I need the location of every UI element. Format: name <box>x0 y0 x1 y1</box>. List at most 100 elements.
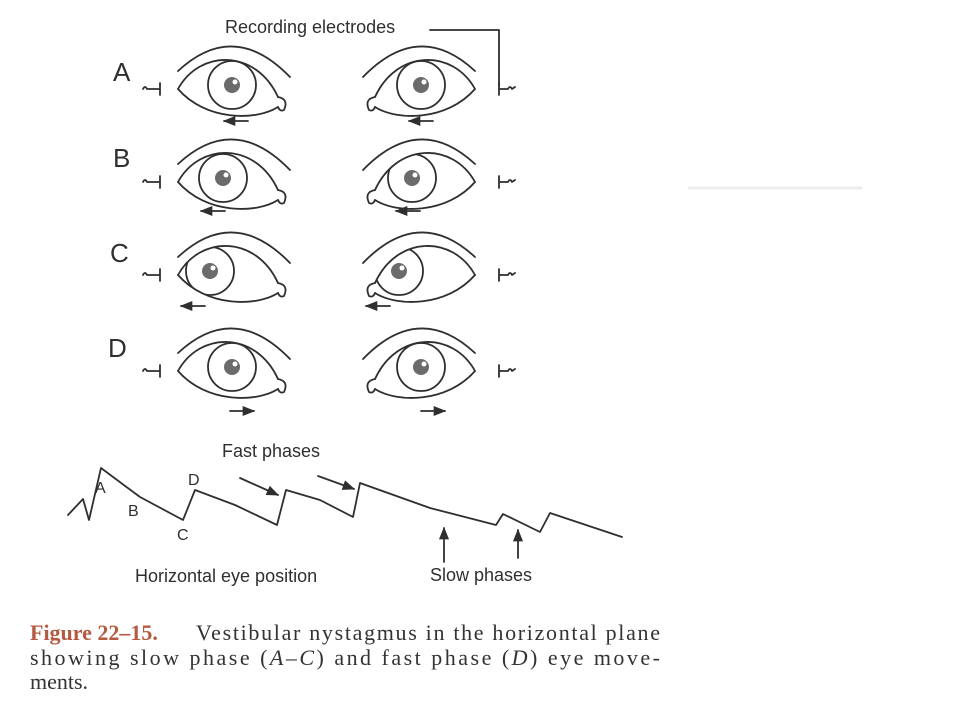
eye-c-right <box>362 231 476 303</box>
pupil <box>413 359 429 375</box>
eye-position-trace: A B C D Fast phases Horizontal eye posit… <box>67 441 623 586</box>
iris-group <box>207 60 257 110</box>
eye-a-right <box>362 45 476 117</box>
tear-duct <box>366 282 376 298</box>
pupil <box>224 359 240 375</box>
tear-duct <box>277 378 287 394</box>
caption-line-2: showing slow phase (A–C) and fast phase … <box>30 645 660 670</box>
electrode-left-c <box>142 268 161 282</box>
pupil-highlight <box>412 172 418 178</box>
eyelids <box>177 138 291 210</box>
eyelids <box>362 231 476 303</box>
pupil <box>215 170 231 186</box>
tear-duct <box>277 189 287 205</box>
eye-d-right <box>362 327 476 399</box>
pupil-highlight <box>399 265 405 271</box>
recording-electrodes-label: Recording electrodes <box>225 17 395 37</box>
eyelid-crease <box>362 138 476 171</box>
electrode-left-a <box>142 82 161 96</box>
lower-eyelid <box>177 181 279 210</box>
tear-duct <box>366 189 376 205</box>
iris <box>207 342 257 392</box>
upper-eyelid <box>177 152 279 191</box>
caption-text: ) eye move- <box>530 645 660 670</box>
eyelid-crease <box>362 231 476 264</box>
horizontal-eye-position-label: Horizontal eye position <box>135 566 317 586</box>
iris <box>207 60 257 110</box>
pupil <box>413 77 429 93</box>
pupil-highlight <box>421 79 427 85</box>
trace-label-b: B <box>128 503 139 520</box>
electrode-right-b <box>498 175 516 189</box>
upper-eyelid <box>177 245 279 284</box>
tear-duct <box>277 282 287 298</box>
eyelid-crease <box>362 327 476 360</box>
pupil <box>202 263 218 279</box>
figure-caption: Figure 22–15. Vestibular nystagmus in th… <box>30 620 660 694</box>
upper-eyelid <box>374 59 476 98</box>
iris-group <box>185 246 235 296</box>
electrode-left-b <box>142 175 161 189</box>
trace-label-a: A <box>95 480 106 497</box>
tear-duct <box>366 96 376 112</box>
lower-eyelid <box>374 370 476 399</box>
eyelid-crease <box>177 138 291 171</box>
pupil <box>391 263 407 279</box>
eyelid-crease <box>177 45 291 78</box>
caption-italic-letter: D <box>511 645 528 670</box>
electrode-left-d <box>142 364 161 378</box>
caption-line-3: ments. <box>30 669 88 694</box>
eye-c-left <box>177 231 291 303</box>
eye-b-left <box>177 138 291 210</box>
iris <box>198 153 248 203</box>
eyelids <box>177 327 291 399</box>
lower-eyelid <box>374 181 476 210</box>
row-label-a: A <box>113 57 131 87</box>
trace-label-d: D <box>188 472 200 489</box>
lower-eyelid <box>177 274 279 303</box>
eye-rows <box>142 45 516 417</box>
upper-eyelid <box>374 245 476 284</box>
iris-group <box>387 153 437 203</box>
pupil-highlight <box>223 172 229 178</box>
pupil-highlight <box>421 361 427 367</box>
upper-eyelid <box>374 152 476 191</box>
trace-label-c: C <box>177 527 189 544</box>
lower-eyelid <box>177 370 279 399</box>
iris-group <box>375 246 424 296</box>
pupil-highlight <box>210 265 216 271</box>
trace-line <box>67 467 623 538</box>
iris <box>396 60 446 110</box>
tear-duct <box>277 96 287 112</box>
fast-phases-label: Fast phases <box>222 441 320 461</box>
eyelids <box>362 138 476 210</box>
tear-duct <box>366 378 376 394</box>
electrode-right-d <box>498 364 516 378</box>
eye-b-right <box>362 138 476 210</box>
caption-text: ) and fast phase ( <box>317 645 510 670</box>
lower-eyelid <box>374 88 476 117</box>
row-label-d: D <box>108 333 127 363</box>
electrode-right-c <box>498 268 516 282</box>
caption-italic-range: A–C <box>268 645 314 670</box>
upper-eyelid <box>177 59 279 98</box>
upper-eyelid <box>374 341 476 380</box>
fast-phase-arrow-2 <box>317 475 356 490</box>
eyelid-crease <box>177 231 291 264</box>
lower-eyelid <box>374 274 476 303</box>
pupil <box>224 77 240 93</box>
eyelids <box>362 45 476 117</box>
row-label-c: C <box>110 238 129 268</box>
upper-eyelid <box>177 341 279 380</box>
figure-number: Figure 22–15. <box>30 620 158 645</box>
eyelids <box>362 327 476 399</box>
electrode-right-a <box>498 82 516 96</box>
pupil <box>404 170 420 186</box>
eye-a-left <box>177 45 291 117</box>
pupil-highlight <box>232 79 238 85</box>
lower-eyelid <box>177 88 279 117</box>
eyelid-crease <box>177 327 291 360</box>
caption-text: showing slow phase ( <box>30 645 267 670</box>
fast-phase-arrow-1 <box>239 477 280 496</box>
